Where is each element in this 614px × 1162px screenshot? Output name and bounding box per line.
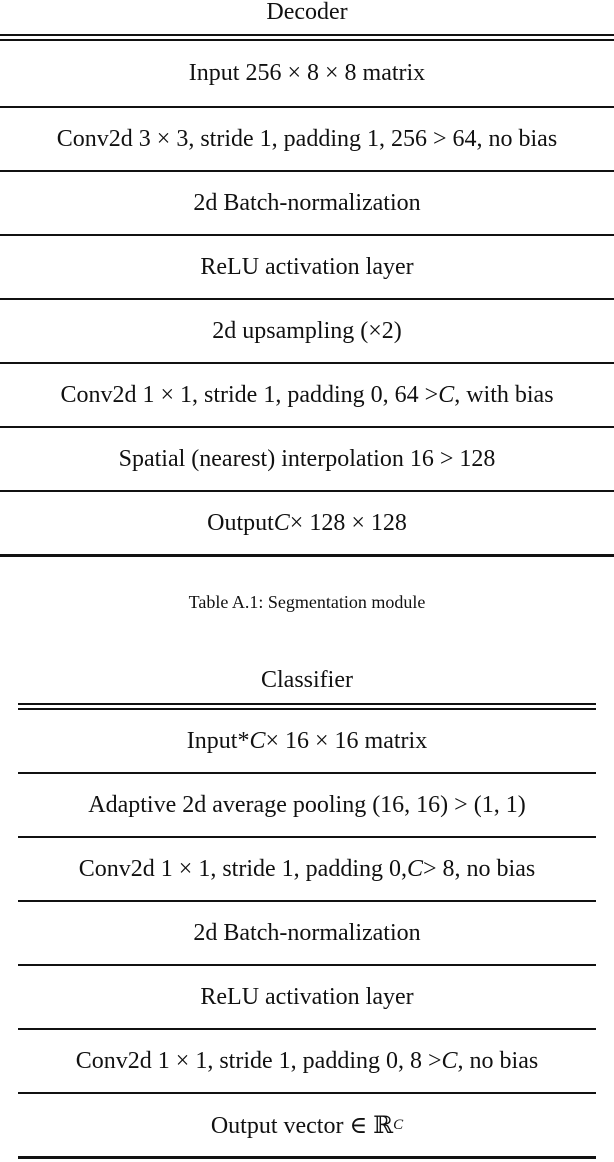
classifier-table: Classifier Input* C × 16 × 16 matrix Ada… (18, 668, 596, 1159)
decoder-row-output: Output C × 128 × 128 (0, 492, 614, 557)
decoder-row-conv3x3: Conv2d 3 × 3, stride 1, padding 1, 256 >… (0, 108, 614, 172)
decoder-row-conv1x1: Conv2d 1 × 1, stride 1, padding 0, 64 > … (0, 364, 614, 428)
classifier-header: Classifier (261, 667, 353, 693)
decoder-header: Decoder (266, 0, 348, 25)
decoder-row-input: Input 256 × 8 × 8 matrix (0, 41, 614, 108)
classifier-row-relu: ReLU activation layer (18, 966, 596, 1030)
decoder-row-relu: ReLU activation layer (0, 236, 614, 300)
decoder-row-batchnorm: 2d Batch-normalization (0, 172, 614, 236)
table-caption: Table A.1: Segmentation module (188, 592, 426, 612)
decoder-row-interpolation: Spatial (nearest) interpolation 16 > 128 (0, 428, 614, 492)
classifier-row-conv-c-8: Conv2d 1 × 1, stride 1, padding 0, C > 8… (18, 838, 596, 902)
classifier-row-pooling: Adaptive 2d average pooling (16, 16) > (… (18, 774, 596, 838)
decoder-row-upsampling: 2d upsampling (×2) (0, 300, 614, 364)
classifier-row-conv-8-c: Conv2d 1 × 1, stride 1, padding 0, 8 > C… (18, 1030, 596, 1094)
classifier-row-batchnorm: 2d Batch-normalization (18, 902, 596, 966)
classifier-header-rule (18, 703, 596, 710)
decoder-table: Decoder Input 256 × 8 × 8 matrix Conv2d … (0, 0, 614, 557)
classifier-row-input: Input* C × 16 × 16 matrix (18, 710, 596, 774)
decoder-header-rule (0, 34, 614, 41)
